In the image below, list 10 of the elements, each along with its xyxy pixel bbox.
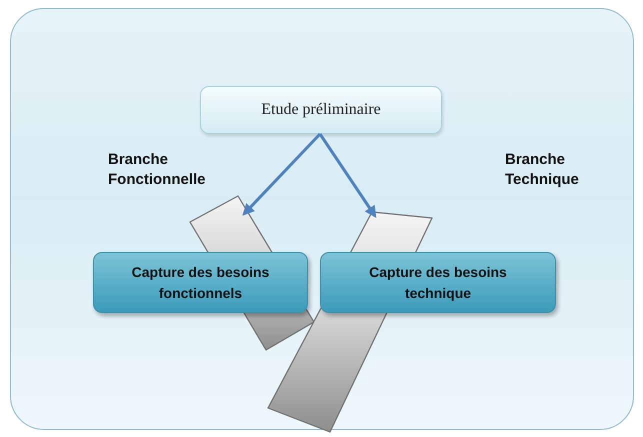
process-box: [200, 86, 442, 134]
process-box: [93, 252, 308, 313]
arrow: [318, 133, 376, 218]
box-text: Capture des besoins fonctionnels: [130, 263, 270, 302]
process-box: [320, 252, 556, 313]
box-text: Capture des besoins technique: [368, 263, 508, 303]
arrow: [242, 132, 322, 216]
branch-label: Branche Technique: [505, 150, 580, 189]
branch-label: Branche Fonctionnelle: [108, 150, 206, 189]
box-text: Etude préliminaire: [261, 101, 381, 119]
